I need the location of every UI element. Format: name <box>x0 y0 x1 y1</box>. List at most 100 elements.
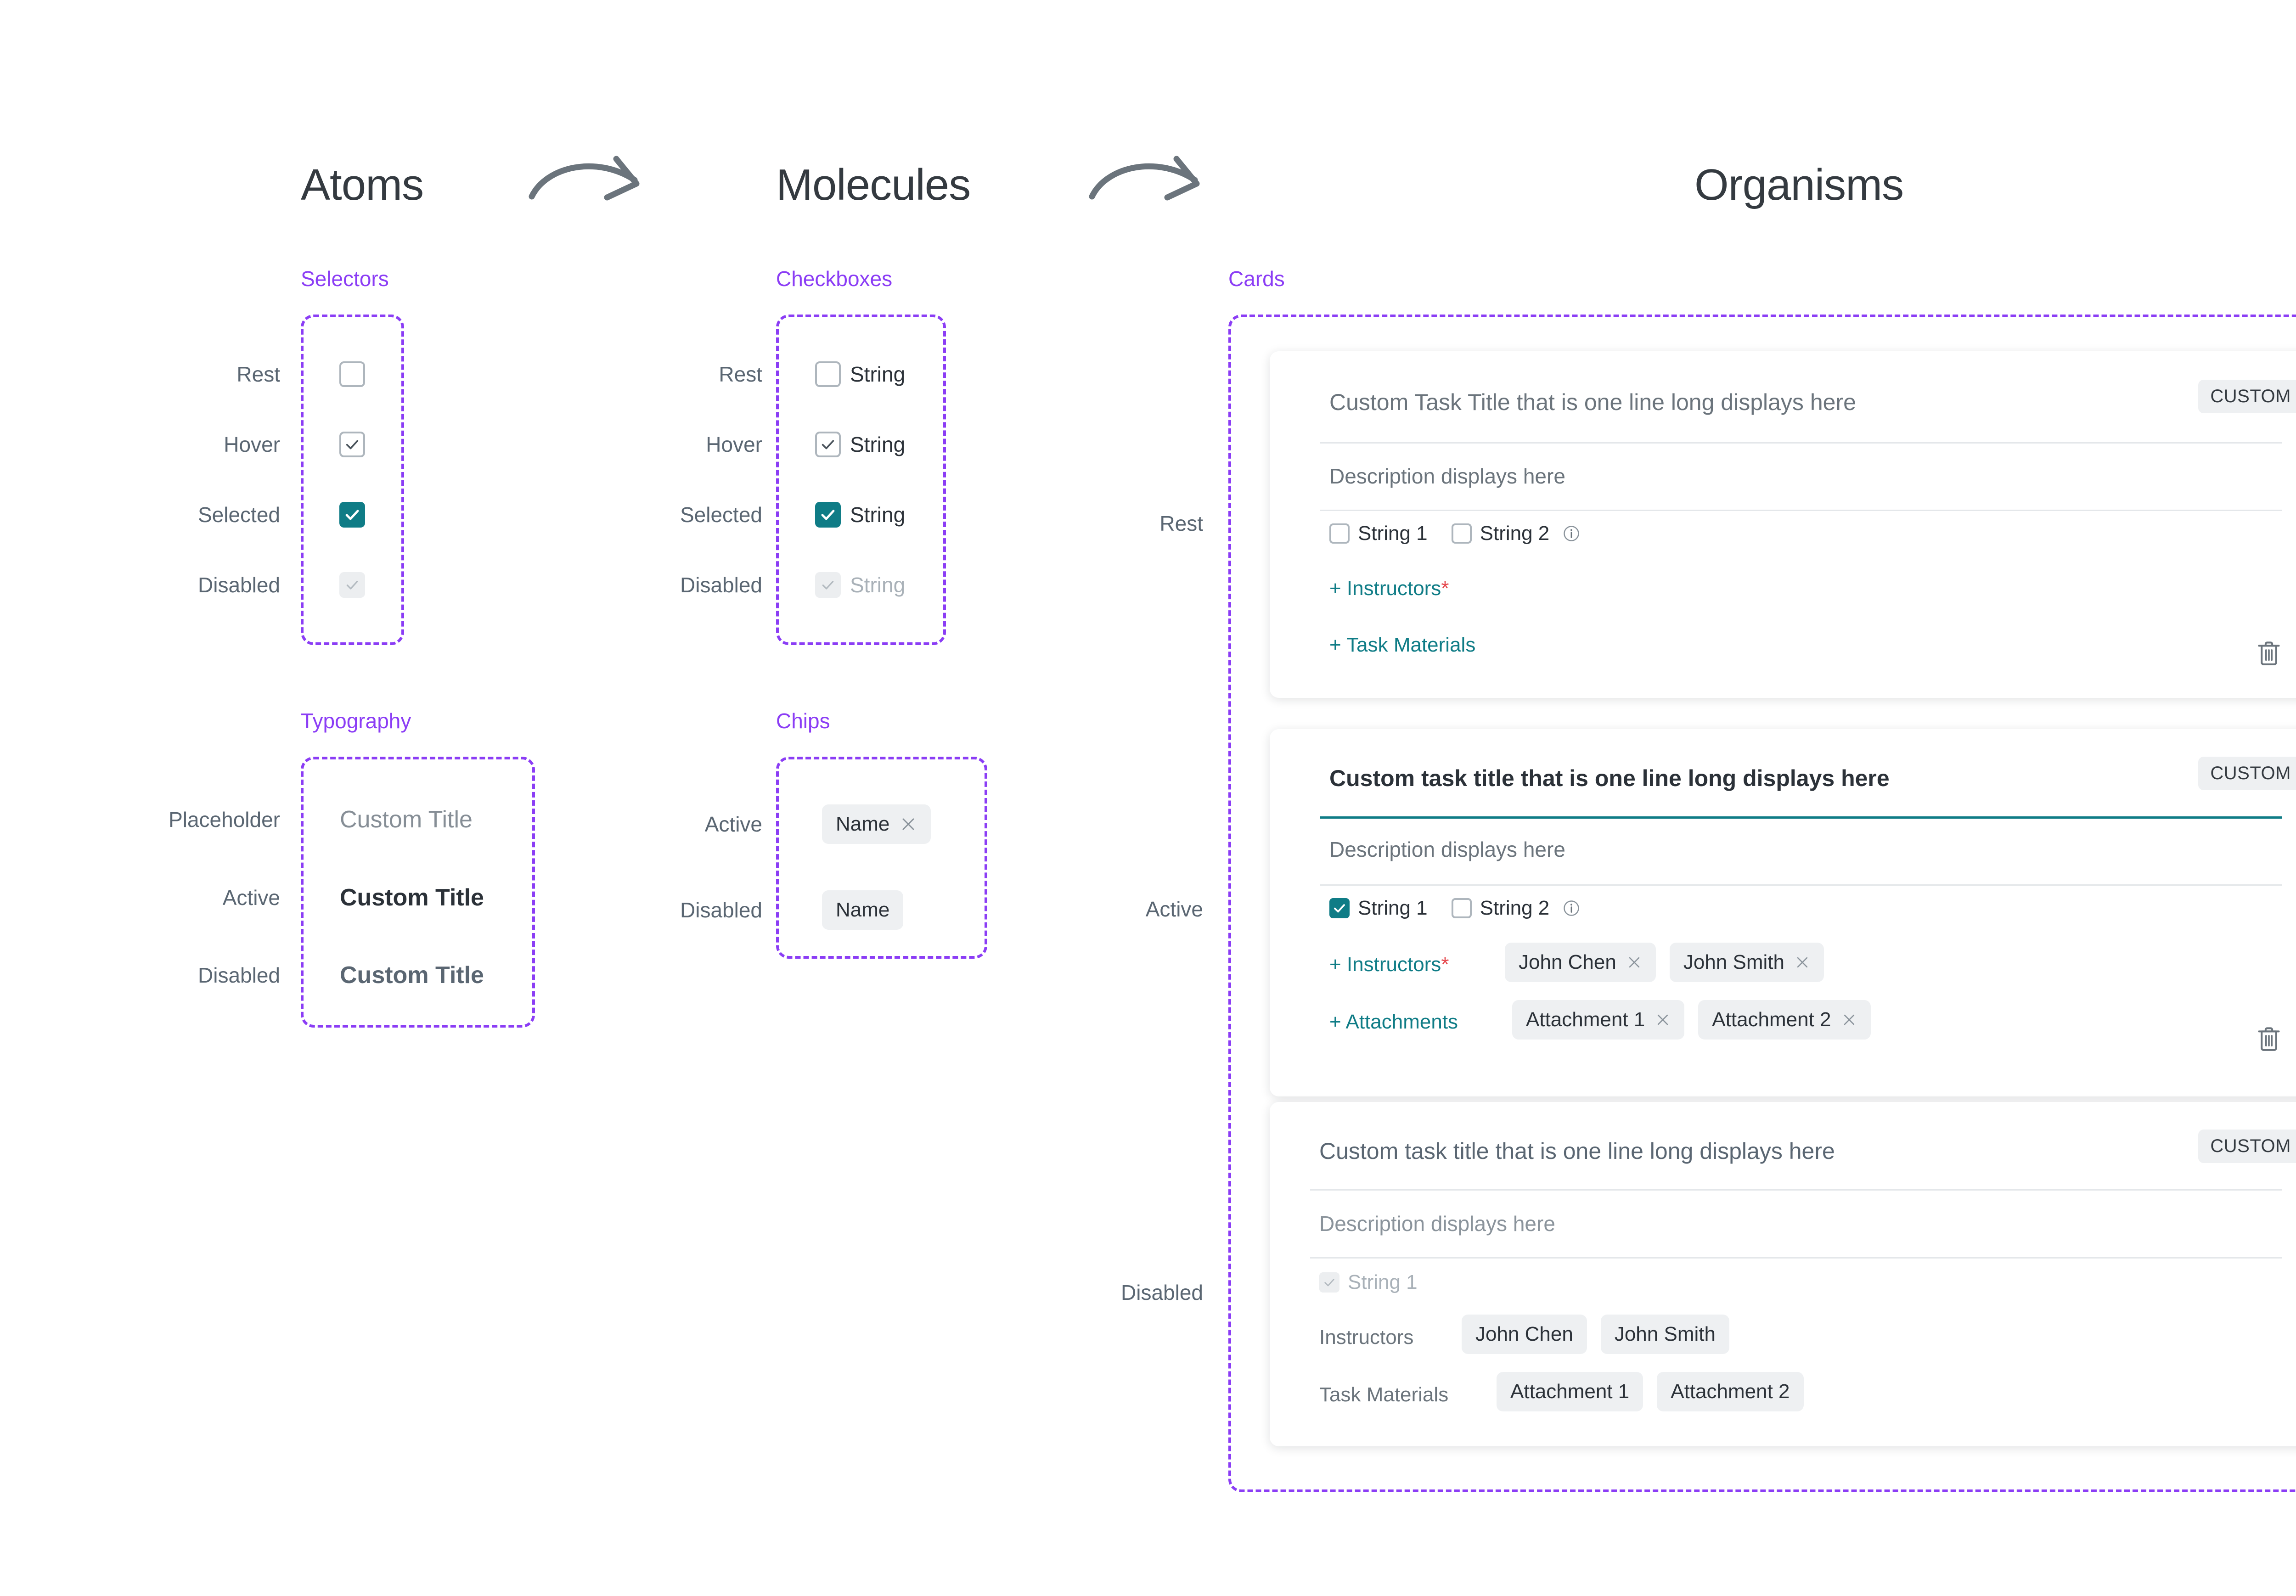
card-divider-title <box>1310 1189 2282 1191</box>
card-description[interactable]: Description displays here <box>1329 464 1565 488</box>
selector-checkbox-disabled <box>339 572 365 598</box>
card-description: Description displays here <box>1319 1212 1555 1236</box>
add-instructors-label: + Instructors <box>1329 953 1441 976</box>
frame-selectors <box>301 315 404 645</box>
state-label-checkboxes-selected: Selected <box>680 503 762 527</box>
card-checkbox-string-1[interactable]: String 1 <box>1329 897 1428 920</box>
instructor-chip[interactable]: John Chen <box>1505 943 1656 982</box>
state-label-chips-disabled: Disabled <box>680 898 762 922</box>
add-instructors-link[interactable]: + Instructors* <box>1329 577 1449 600</box>
chip-label: John Chen <box>1475 1323 1573 1345</box>
card-title[interactable]: Custom task title that is one line long … <box>1329 765 1890 791</box>
checkbox-row-disabled: String <box>815 572 905 598</box>
state-label-checkboxes-hover: Hover <box>706 433 762 456</box>
checkbox-label: String 1 <box>1348 1271 1418 1293</box>
checkbox-box-disabled <box>815 572 841 598</box>
status-badge: CUSTOM <box>2198 380 2296 413</box>
checkbox-box-rest[interactable] <box>815 361 841 387</box>
info-icon[interactable] <box>1562 899 1581 917</box>
close-icon[interactable] <box>1655 1012 1671 1028</box>
selector-checkbox-rest[interactable] <box>339 361 365 387</box>
card-divider-desc <box>1320 510 2282 511</box>
checkbox-label-hover: String <box>850 433 906 456</box>
card-checkbox-string-2[interactable]: String 2 <box>1451 522 1581 545</box>
frame-typography <box>301 757 535 1028</box>
instructor-chip-row: John Chen John Smith <box>1505 943 1824 982</box>
card-checkbox-string-2[interactable]: String 2 <box>1451 897 1581 920</box>
state-label-card-active: Active <box>1145 897 1203 921</box>
checkbox-box-hover[interactable] <box>815 432 841 457</box>
state-label-card-rest: Rest <box>1159 511 1203 535</box>
trash-icon[interactable] <box>2256 1025 2282 1056</box>
arrow-right-icon-1 <box>529 156 640 201</box>
checkbox-box[interactable] <box>1451 523 1472 544</box>
info-icon[interactable] <box>1562 524 1581 543</box>
chip-label: Attachment 1 <box>1526 1008 1645 1031</box>
group-label-chips: Chips <box>776 709 830 733</box>
checkbox-box <box>1319 1272 1339 1293</box>
frame-chips <box>776 757 987 959</box>
chip-label: Attachment 1 <box>1510 1380 1630 1403</box>
task-card-rest[interactable]: Custom Task Title that is one line long … <box>1270 351 2296 698</box>
checkbox-row-rest[interactable]: String <box>815 361 905 387</box>
status-badge: CUSTOM <box>2198 1130 2296 1163</box>
attachment-chip-row: Attachment 1 Attachment 2 <box>1497 1372 1804 1411</box>
checkbox-row-hover[interactable]: String <box>815 432 905 457</box>
checkbox-box-selected[interactable] <box>815 502 841 528</box>
page-title-molecules: Molecules <box>776 160 971 209</box>
add-task-materials-link[interactable]: + Task Materials <box>1329 634 1476 656</box>
checkbox-row-selected[interactable]: String <box>815 502 905 528</box>
state-label-typography-placeholder: Placeholder <box>169 808 280 832</box>
state-label-selectors-hover: Hover <box>224 433 280 456</box>
required-asterisk: * <box>1441 577 1449 600</box>
attachment-chip[interactable]: Attachment 2 <box>1698 1000 1871 1040</box>
chip-label-disabled: Name <box>836 899 890 921</box>
frame-cards <box>1228 315 2296 1492</box>
attachment-chip: Attachment 1 <box>1497 1372 1643 1411</box>
card-title[interactable]: Custom Task Title that is one line long … <box>1329 389 1856 415</box>
state-label-typography-disabled: Disabled <box>198 963 280 987</box>
task-card-active[interactable]: Custom task title that is one line long … <box>1270 729 2296 1096</box>
checkbox-label: String 1 <box>1358 897 1428 919</box>
checkbox-label: String 1 <box>1358 522 1428 545</box>
task-materials-label: Task Materials <box>1319 1383 1449 1406</box>
state-label-selectors-disabled: Disabled <box>198 573 280 597</box>
chip-active[interactable]: Name <box>822 804 931 844</box>
chip-label: John Smith <box>1614 1323 1716 1345</box>
card-title: Custom task title that is one line long … <box>1319 1138 1835 1164</box>
instructor-chip: John Chen <box>1462 1315 1587 1354</box>
card-description[interactable]: Description displays here <box>1329 837 1565 861</box>
close-icon[interactable] <box>1795 955 1810 970</box>
checkbox-label-selected: String <box>850 503 906 527</box>
card-divider-title <box>1320 442 2282 444</box>
instructor-chip[interactable]: John Smith <box>1669 943 1824 982</box>
chip-label: John Smith <box>1683 951 1784 973</box>
state-label-selectors-selected: Selected <box>197 503 280 527</box>
card-divider-title-active <box>1320 816 2282 819</box>
trash-icon[interactable] <box>2256 640 2282 670</box>
add-instructors-link[interactable]: + Instructors* <box>1329 953 1449 976</box>
close-icon[interactable] <box>1841 1012 1857 1028</box>
group-label-selectors: Selectors <box>301 267 389 291</box>
selector-checkbox-selected[interactable] <box>339 502 365 528</box>
close-icon[interactable] <box>1626 955 1642 970</box>
add-attachments-link[interactable]: + Attachments <box>1329 1011 1458 1033</box>
checkbox-box[interactable] <box>1451 898 1472 918</box>
checkbox-label-rest: String <box>850 362 906 386</box>
instructors-label: Instructors <box>1319 1326 1414 1349</box>
instructor-chip-row: John Chen John Smith <box>1462 1315 1729 1354</box>
close-icon[interactable] <box>900 815 917 833</box>
card-checkbox-string-1: String 1 <box>1319 1271 1418 1294</box>
chip-disabled: Name <box>822 890 904 930</box>
card-checkbox-string-1[interactable]: String 1 <box>1329 522 1428 545</box>
state-label-selectors-rest: Rest <box>236 362 280 386</box>
group-label-checkboxes: Checkboxes <box>776 267 893 291</box>
attachment-chip: Attachment 2 <box>1657 1372 1804 1411</box>
status-badge: CUSTOM <box>2198 757 2296 790</box>
selector-checkbox-hover[interactable] <box>339 432 365 457</box>
attachment-chip[interactable]: Attachment 1 <box>1512 1000 1685 1040</box>
chip-label: Attachment 2 <box>1712 1008 1831 1031</box>
state-label-checkboxes-disabled: Disabled <box>680 573 762 597</box>
checkbox-box[interactable] <box>1329 523 1350 544</box>
checkbox-box[interactable] <box>1329 898 1350 918</box>
